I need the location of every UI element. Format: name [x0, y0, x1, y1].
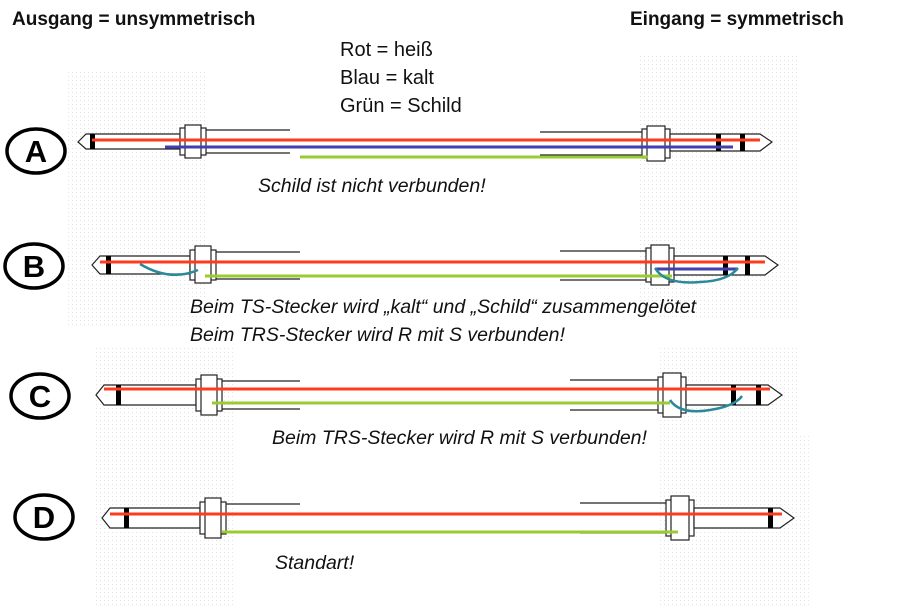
header-output-label: Ausgang = unsymmetrisch [12, 9, 256, 30]
row-a-label: A [25, 134, 47, 169]
row-c-right-bridge [668, 395, 744, 413]
legend-blue: Blau = kalt [340, 67, 434, 89]
row-b-left-bridge [139, 262, 199, 277]
row-c-note: Beim TRS-Stecker wird R mit S verbunden! [272, 427, 647, 449]
row-b-note-line2: Beim TRS-Stecker wird R mit S verbunden! [190, 324, 565, 346]
row-b-badge: B [3, 242, 65, 290]
row-a-note: Schild ist nicht verbunden! [258, 175, 486, 197]
row-d-label: D [33, 500, 55, 535]
row-b-label: B [23, 249, 45, 284]
row-a-badge: A [5, 127, 67, 175]
row-d: D [13, 493, 796, 541]
legend-green: Grün = Schild [340, 95, 462, 117]
row-a: A [5, 124, 774, 175]
row-b: B [3, 242, 780, 290]
legend-red: Rot = heiß [340, 39, 433, 61]
header-input-label: Eingang = symmetrisch [630, 9, 844, 30]
row-c-label: C [29, 379, 51, 414]
row-c-badge: C [9, 372, 71, 420]
row-b-right-bridge [653, 267, 739, 284]
color-legend: Rot = heiß Blau = kalt Grün = Schild [340, 36, 462, 120]
row-b-note-line1: Beim TS-Stecker wird „kalt“ und „Schild“… [190, 296, 697, 318]
row-c: C [9, 372, 784, 420]
row-d-note: Standart! [275, 552, 355, 574]
row-d-badge: D [13, 493, 75, 541]
